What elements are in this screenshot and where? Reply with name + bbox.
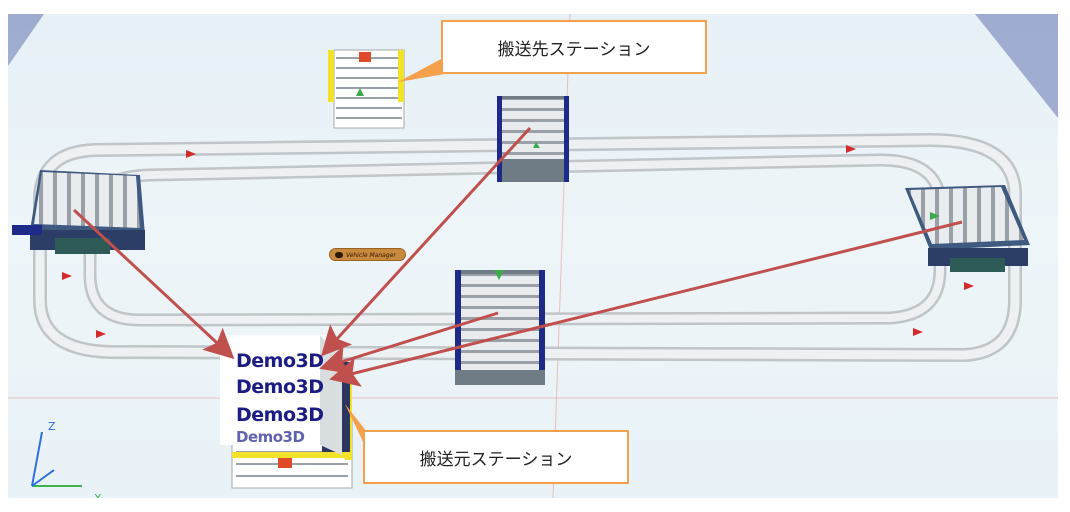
track-marker	[62, 272, 72, 280]
conveyor-center	[455, 270, 545, 385]
floor-axis-line	[552, 14, 571, 498]
vehicle-manager-label: Vehicle Manager	[346, 252, 396, 259]
demo3d-brand-text: Demo3D	[236, 428, 305, 446]
arrow-left-to-source	[72, 208, 235, 360]
callout-connector-source	[345, 404, 367, 450]
rack-destination	[328, 49, 405, 129]
track-marker	[846, 145, 856, 153]
track-marker	[96, 330, 106, 338]
conveyor-top-center	[497, 96, 569, 182]
callout-destination-station: 搬送先ステーション	[441, 20, 707, 74]
transfer-arrows	[72, 126, 963, 387]
arrow-right-to-source	[329, 220, 963, 387]
callout-connector-destination	[398, 57, 445, 82]
3d-viewport[interactable]: Vehicle Manager Demo3D Demo3D Demo3D Dem…	[8, 14, 1058, 498]
axis-z-label: Z	[48, 420, 56, 433]
simulation-scene	[8, 14, 1058, 498]
demo3d-brand-text: Demo3D	[236, 404, 324, 426]
axis-x-label: X	[94, 492, 102, 498]
track-marker	[913, 328, 923, 336]
track-marker	[186, 150, 196, 158]
track-markers	[62, 145, 974, 338]
bug-icon	[335, 252, 343, 258]
corner-shade	[8, 14, 44, 66]
callout-source-station: 搬送元ステーション	[363, 430, 629, 484]
demo3d-brand-text: Demo3D	[236, 350, 324, 372]
axis-gizmo	[31, 431, 82, 487]
track-marker	[964, 282, 974, 290]
demo3d-brand-text: Demo3D	[236, 376, 324, 398]
vehicle-manager-badge[interactable]: Vehicle Manager	[329, 248, 406, 261]
conveyor-left	[12, 170, 145, 254]
arrow-topcenter-to-source	[320, 126, 532, 357]
conveyor-right	[905, 185, 1030, 272]
corner-shade	[975, 14, 1058, 118]
